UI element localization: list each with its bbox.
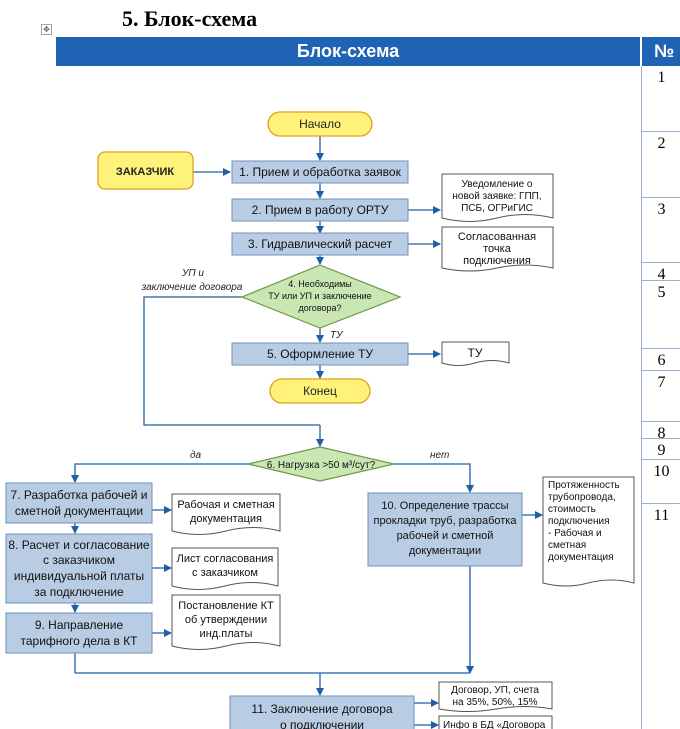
step-11-line: 11. Заключение договора	[251, 702, 392, 716]
doc-work-docs: Рабочая и сметная документация	[171, 493, 281, 535]
row-number: 6	[642, 349, 680, 371]
process-step-11: 11. Заключение договора о подключении	[229, 695, 415, 729]
doc-kt-line: Постановление КТ	[178, 600, 274, 612]
doc-pipeline: Протяженность трубопровода, стоимость по…	[542, 476, 635, 587]
start-terminator: Начало	[267, 111, 373, 137]
doc-kt-resolution: Постановление КТ об утверждении инд.плат…	[171, 594, 281, 650]
doc-agree-line: Лист согласования	[177, 553, 274, 565]
decision-4-line: договора?	[298, 303, 341, 313]
table-move-handle-icon[interactable]: ✥	[41, 24, 52, 35]
step-8-line: 8. Расчет и согласование	[8, 538, 150, 552]
doc-agreement-sheet: Лист согласования с заказчиком	[171, 547, 279, 590]
end-label: Конец	[303, 384, 337, 398]
row-number: 7	[642, 371, 680, 422]
doc-contract-line: на 35%, 50%, 15%	[452, 697, 537, 708]
process-step-8: 8. Расчет и согласование с заказчиком ин…	[5, 533, 153, 604]
process-step-1: 1. Прием и обработка заявок	[231, 160, 409, 184]
start-label: Начало	[299, 117, 341, 131]
doc-notice-line: ПСБ, ОГРиГИС	[461, 203, 533, 214]
doc-connection-point: Согласованная точка подключения	[441, 226, 554, 272]
doc-agree-line: с заказчиком	[192, 567, 258, 579]
doc-kt-line: инд.платы	[200, 628, 253, 640]
doc-notice-line: Уведомление о	[461, 179, 532, 190]
row-number: 5	[642, 281, 680, 349]
customer-box: ЗАКАЗЧИК	[97, 151, 194, 190]
doc-db-label: Инфо в БД «Договора	[443, 719, 546, 729]
doc-point-line: Согласованная	[458, 231, 536, 243]
doc-notice-line: новой заявке: ГПП,	[452, 191, 541, 202]
table-header-flowchart: Блок-схема	[56, 37, 640, 66]
process-step-5: 5. Оформление ТУ	[231, 342, 409, 366]
step-10-line: 10. Определение трассы	[381, 500, 508, 512]
doc-point-line: подключения	[463, 255, 531, 267]
process-step-9: 9. Направление тарифного дела в КТ	[5, 612, 153, 654]
step-11-line: о подключении	[280, 718, 364, 729]
decision-6: 6. Нагрузка >50 м³/сут?	[247, 446, 395, 482]
row-number: 1	[642, 66, 680, 132]
number-column: 1 2 3 4 5 6 7 8 9 10 11	[641, 66, 680, 729]
process-step-7: 7. Разработка рабочей и сметной документ…	[5, 482, 153, 524]
doc-db-info: Инфо в БД «Договора	[438, 715, 553, 729]
step-8-line: индивидуальной платы	[14, 569, 144, 583]
row-number: 11	[653, 507, 670, 524]
row-number: 10	[642, 460, 680, 504]
step-7-line: 7. Разработка рабочей и	[11, 488, 148, 502]
process-step-3: 3. Гидравлический расчет	[231, 232, 409, 256]
doc-pipe-line: документация	[548, 552, 614, 563]
step-9-line: тарифного дела в КТ	[20, 634, 138, 648]
decision-4-line: 4. Необходимы	[288, 279, 352, 289]
doc-tu-label: ТУ	[468, 346, 483, 360]
step-7-line: сметной документации	[15, 504, 143, 518]
branch-label-yes: да	[190, 450, 202, 461]
branch-label-up-1: УП и	[181, 268, 204, 279]
doc-notice: Уведомление о новой заявке: ГПП, ПСБ, ОГ…	[441, 173, 554, 222]
step-10-line: прокладки труб, разработка	[374, 515, 518, 527]
doc-contract: Договор, УП, счета на 35%, 50%, 15%	[438, 681, 553, 712]
step-8-line: с заказчиком	[43, 553, 115, 567]
step-8-line: за подключение	[34, 585, 124, 599]
doc-pipe-line: трубопровода,	[548, 491, 616, 503]
doc-pipe-line: подключения	[548, 516, 610, 527]
doc-pipe-line: сметная	[548, 540, 586, 551]
step-1-label: 1. Прием и обработка заявок	[239, 165, 401, 179]
connector-lines	[71, 136, 543, 729]
doc-point-line: точка	[483, 243, 512, 255]
decision-6-label: 6. Нагрузка >50 м³/сут?	[267, 460, 376, 471]
section-heading: 5. Блок-схема	[122, 6, 258, 31]
decision-4-line: ТУ или УП и заключение	[268, 291, 371, 301]
row-number: 2	[642, 132, 680, 198]
step-5-label: 5. Оформление ТУ	[267, 347, 373, 361]
doc-work-line: документация	[190, 513, 262, 525]
branch-label-no: нет	[430, 450, 449, 461]
row-number: 8	[642, 422, 680, 442]
step-9-line: 9. Направление	[35, 618, 124, 632]
decision-4: 4. Необходимы ТУ или УП и заключение дог…	[240, 264, 402, 329]
doc-kt-line: об утверждении	[185, 614, 267, 626]
branch-label-up-2: заключение договора	[141, 282, 243, 293]
step-10-line: документации	[409, 545, 481, 557]
flowchart: Начало ЗАКАЗЧИК 1. Прием и обработка зая…	[5, 111, 635, 729]
row-number: 3	[642, 198, 680, 263]
step-2-label: 2. Прием в работу ОРТУ	[252, 203, 389, 217]
doc-pipe-line: - Рабочая и	[548, 527, 602, 539]
process-step-2: 2. Прием в работу ОРТУ	[231, 198, 409, 222]
step-3-label: 3. Гидравлический расчет	[248, 237, 393, 251]
doc-tu: ТУ	[441, 341, 510, 366]
doc-pipe-line: Протяженность	[548, 480, 620, 491]
branch-label-tu: ТУ	[330, 330, 344, 341]
end-terminator: Конец	[269, 378, 371, 404]
doc-contract-line: Договор, УП, счета	[451, 685, 539, 696]
row-number: 4	[642, 263, 680, 283]
doc-pipe-line: стоимость	[548, 504, 596, 515]
row-number: 9	[642, 439, 680, 460]
process-step-10: 10. Определение трассы прокладки труб, р…	[367, 492, 523, 567]
doc-work-line: Рабочая и сметная	[177, 499, 274, 511]
customer-label: ЗАКАЗЧИК	[116, 166, 175, 178]
step-10-line: рабочей и сметной	[397, 530, 494, 542]
table-header-number: №	[642, 37, 680, 66]
